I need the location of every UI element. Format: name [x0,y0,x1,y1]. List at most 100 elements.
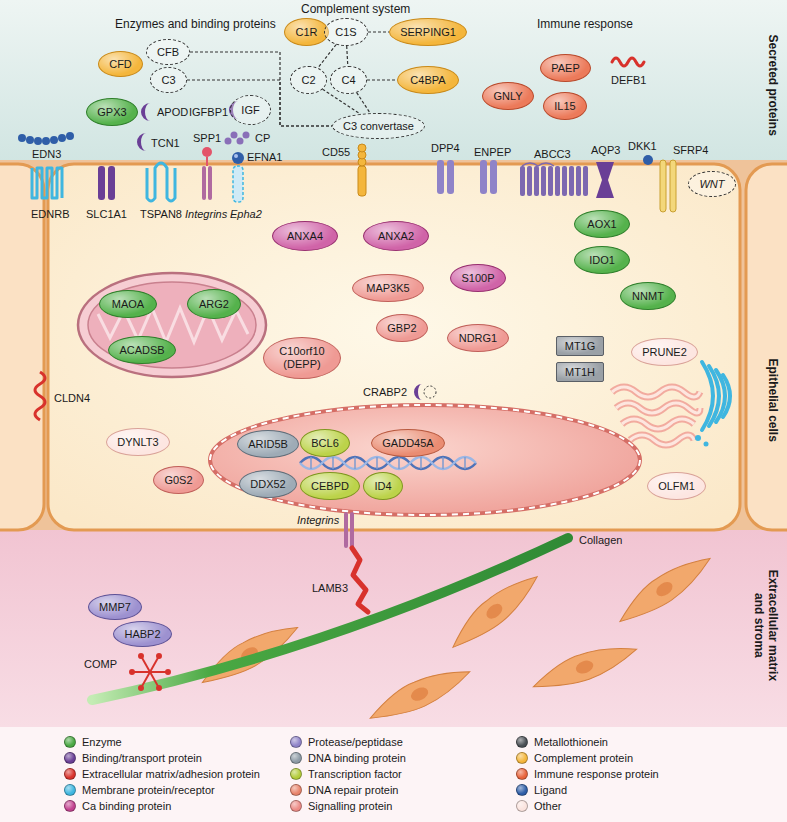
legend-ground [0,727,787,822]
gene-label: CD55 [322,146,350,159]
dashed-connector [190,52,332,126]
section-label: Extracellular matrix and stroma [752,565,781,685]
dashed-oval: CFB [146,39,190,65]
group-heading: Immune response [537,17,633,31]
gene-label: LAMB3 [312,582,348,595]
other-oval: PRUNE2 [631,338,698,366]
node-label: C1R [295,26,317,39]
efna1-ligand [232,152,244,164]
binding-protein-glyph [141,103,150,121]
endoplasmic-reticulum [630,435,694,445]
epha2-receptor [233,166,243,202]
edn3-ligand [18,134,26,142]
golgi-apparatus [695,435,701,441]
abcc3-transporter [541,166,546,196]
cd55-protein [358,166,366,196]
abcc3-transporter [520,166,525,196]
node-label: C10orf10 (DEPP) [274,345,330,370]
crabp2-ligand [424,386,436,398]
protease-oval: HABP2 [113,621,172,647]
ednrb-receptor [32,168,62,198]
dkk1-ligand [643,155,653,165]
dashed-connector [357,93,371,114]
legend-ground [0,727,787,822]
signalling-oval: C10orf10 (DEPP) [263,337,341,379]
dashed-oval: IGF [230,95,271,125]
comp-protein [141,656,159,688]
legend-label: Metallothionein [534,736,608,749]
endoplasmic-reticulum [616,403,700,413]
enzyme-oval: ACADSB [108,336,176,364]
endoplasmic-reticulum [612,387,700,397]
gene-label: IGFBP1 [189,106,228,119]
nucleus [210,405,640,515]
fibroblast [574,658,595,675]
integrin-receptor [202,166,212,200]
transcription-factor-oval: CEBPD [300,472,360,500]
fibroblast [195,547,717,729]
legend-label: DNA repair protein [308,784,399,797]
slc1a1-transporter [98,166,115,200]
enzyme-oval: IDO1 [574,246,630,274]
epha2-receptor [233,166,243,202]
node-label: OLFM1 [658,480,695,493]
dna-helix [300,457,476,469]
integrin-anchor [344,512,348,548]
legend-swatch [290,800,302,812]
cp-chain [225,138,232,145]
gene-label: SLC1A1 [86,208,127,221]
fibroblast [195,615,303,693]
dna-binding-oval: DDX52 [239,470,297,498]
node-label: MAOA [112,298,144,311]
metallothionein-box: MT1H [556,362,604,382]
epithelial-region [746,164,787,530]
comp-protein [139,686,143,690]
node-label: IGF [241,104,259,117]
dna-repair-oval: GADD45A [371,429,445,457]
cldn4-protein [35,372,45,420]
immune-oval: IL15 [543,92,587,120]
nucleus [210,405,640,515]
legend-swatch [290,784,302,796]
abcc3-transporter [562,166,567,196]
enzyme-oval: MAOA [99,290,157,318]
legend-label: Binding/transport protein [82,752,202,765]
node-label: IL15 [554,100,575,113]
dashed-oval: C3 [150,67,187,93]
legend-label: Extracellular matrix/adhesion protein [82,768,260,781]
endoplasmic-reticulum [612,387,700,445]
node-label: C1S [335,26,356,39]
fibroblast [364,659,475,729]
enzyme-oval: NNMT [620,282,676,310]
mitochondrion [88,282,256,368]
node-label: G0S2 [164,474,192,487]
abcc3-transporter [548,166,553,196]
fibroblast [444,566,545,657]
cd55-protein [358,144,366,152]
legend-swatch [290,752,302,764]
enpep-peptidase [490,160,497,194]
legend-label: Complement protein [534,752,633,765]
golgi-apparatus [695,362,730,447]
group-heading: Complement system [301,2,410,16]
slc1a1-transporter [108,166,115,200]
gene-label: TSPAN8 [140,208,182,221]
collagen-fibre [92,538,568,700]
legend-label: Immune response protein [534,768,659,781]
integrin-receptor [202,166,206,200]
cp-chain [237,138,244,145]
slc1a1-transporter [98,166,105,200]
dashed-oval: C1S [324,18,368,46]
legend-swatch [64,736,76,748]
abcc3-transporter [583,166,588,196]
tspan8-protein [147,163,175,201]
group-heading: Enzymes and binding proteins [115,17,276,31]
spp1-ligand [202,147,212,166]
ca-binding-oval: ANXA2 [363,221,429,251]
edn3-ligand [66,132,74,140]
node-label: AOX1 [587,218,616,231]
efna1-ligand [234,154,238,158]
abcc3-transporter [555,166,560,196]
legend-swatch [64,768,76,780]
mitochondrion [78,273,266,377]
